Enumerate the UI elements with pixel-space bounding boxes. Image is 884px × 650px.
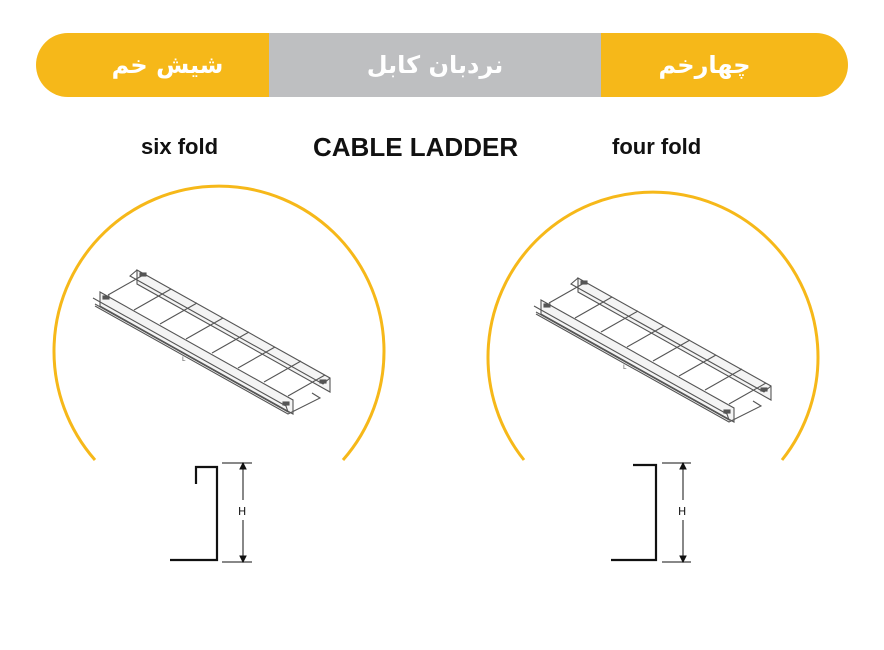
left-height-dimension bbox=[222, 461, 252, 564]
svg-text:L: L bbox=[623, 364, 627, 371]
six-fold-profile-icon bbox=[170, 465, 219, 562]
svg-text:L: L bbox=[182, 356, 186, 363]
right-height-label: H bbox=[678, 505, 686, 518]
subtitle-four-fold: four fold bbox=[612, 134, 702, 159]
header-four-fold-fa: چهارخم bbox=[601, 33, 848, 97]
subtitle-six-fold: six fold bbox=[141, 134, 219, 159]
left-height-label: H bbox=[238, 505, 246, 518]
cable-ladder-four-fold-icon: L bbox=[533, 277, 772, 423]
four-fold-profile-icon bbox=[611, 463, 658, 562]
cable-ladder-six-fold-icon: L bbox=[92, 269, 331, 415]
right-arc bbox=[486, 190, 820, 461]
header-cable-ladder-fa: نردبان کابل bbox=[269, 33, 601, 97]
left-arc bbox=[52, 184, 386, 461]
right-height-dimension bbox=[662, 461, 691, 564]
header-six-fold-fa: شیش خم bbox=[36, 33, 269, 97]
subtitle-cable-ladder: CABLE LADDER bbox=[313, 132, 519, 162]
header-bar: شیش خم نردبان کابل چهارخم bbox=[36, 33, 848, 97]
